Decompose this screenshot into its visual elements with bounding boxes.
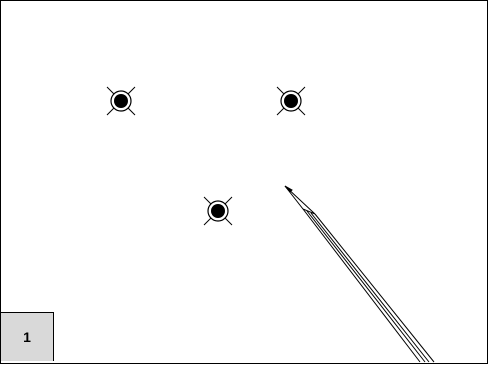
point-marker-3 bbox=[204, 197, 232, 225]
step-number-label: 1 bbox=[23, 329, 31, 345]
step-number-badge: 1 bbox=[1, 312, 54, 361]
point-marker-2 bbox=[277, 87, 305, 115]
pencil-icon bbox=[285, 186, 434, 362]
point-marker-1 bbox=[107, 87, 135, 115]
